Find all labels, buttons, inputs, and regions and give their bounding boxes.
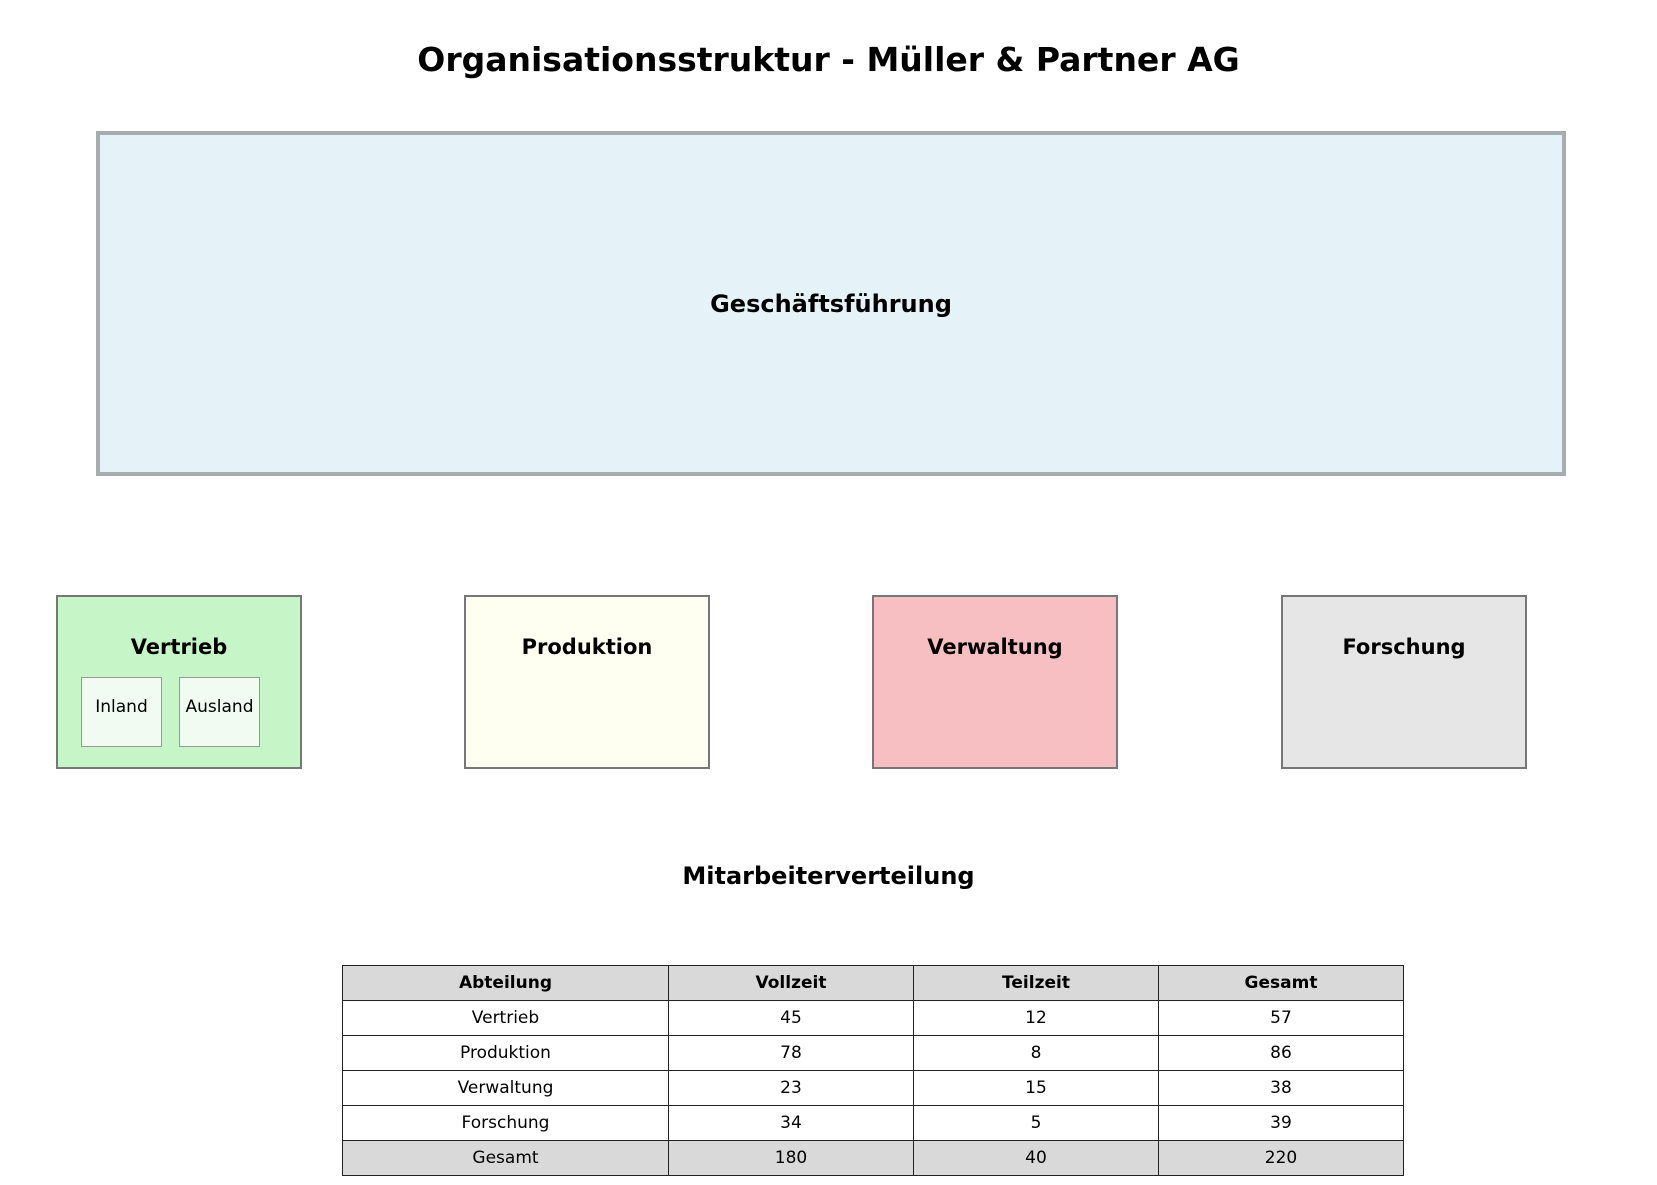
column-header: Gesamt bbox=[1158, 965, 1404, 1001]
table-cell: 180 bbox=[668, 1140, 914, 1176]
table-row: Forschung 34 5 39 bbox=[342, 1105, 1404, 1141]
table-cell: 15 bbox=[913, 1070, 1159, 1106]
table-total-row: Gesamt 180 40 220 bbox=[342, 1140, 1404, 1176]
table-cell: 57 bbox=[1158, 1000, 1404, 1036]
table-title: Mitarbeiterverteilung bbox=[682, 862, 975, 890]
column-header: Abteilung bbox=[342, 965, 669, 1001]
table-row: Verwaltung 23 15 38 bbox=[342, 1070, 1404, 1106]
department-label: Forschung bbox=[1342, 635, 1466, 659]
table-cell: 78 bbox=[668, 1035, 914, 1071]
column-header: Teilzeit bbox=[913, 965, 1159, 1001]
table-header-row: Abteilung Vollzeit Teilzeit Gesamt bbox=[342, 965, 1404, 1001]
table-cell: 12 bbox=[913, 1000, 1159, 1036]
department-box-produktion: Produktion bbox=[464, 595, 710, 769]
executive-box: Geschäftsführung bbox=[96, 131, 1566, 476]
table-cell: 220 bbox=[1158, 1140, 1404, 1176]
table-cell: Verwaltung bbox=[342, 1070, 669, 1106]
subunit-box-inland: Inland bbox=[81, 677, 162, 747]
department-label: Produktion bbox=[521, 635, 653, 659]
table-cell: Produktion bbox=[342, 1035, 669, 1071]
executive-label: Geschäftsführung bbox=[710, 289, 952, 318]
table-row: Vertrieb 45 12 57 bbox=[342, 1000, 1404, 1036]
department-box-verwaltung: Verwaltung bbox=[872, 595, 1118, 769]
employee-distribution-table: Abteilung Vollzeit Teilzeit Gesamt Vertr… bbox=[342, 965, 1404, 1176]
table-cell: Gesamt bbox=[342, 1140, 669, 1176]
table-cell: 39 bbox=[1158, 1105, 1404, 1141]
column-header: Vollzeit bbox=[668, 965, 914, 1001]
page-title: Organisationsstruktur - Müller & Partner… bbox=[417, 40, 1240, 79]
table-cell: 86 bbox=[1158, 1035, 1404, 1071]
department-label: Verwaltung bbox=[927, 635, 1063, 659]
table-cell: Vertrieb bbox=[342, 1000, 669, 1036]
department-label: Vertrieb bbox=[130, 635, 228, 659]
department-box-forschung: Forschung bbox=[1281, 595, 1527, 769]
table-cell: 38 bbox=[1158, 1070, 1404, 1106]
table-cell: 23 bbox=[668, 1070, 914, 1106]
table-row: Produktion 78 8 86 bbox=[342, 1035, 1404, 1071]
table-cell: 8 bbox=[913, 1035, 1159, 1071]
department-box-vertrieb: Vertrieb Inland Ausland bbox=[56, 595, 302, 769]
table-cell: 45 bbox=[668, 1000, 914, 1036]
table-cell: Forschung bbox=[342, 1105, 669, 1141]
table-cell: 40 bbox=[913, 1140, 1159, 1176]
table-cell: 5 bbox=[913, 1105, 1159, 1141]
table-cell: 34 bbox=[668, 1105, 914, 1141]
subunit-box-ausland: Ausland bbox=[179, 677, 260, 747]
